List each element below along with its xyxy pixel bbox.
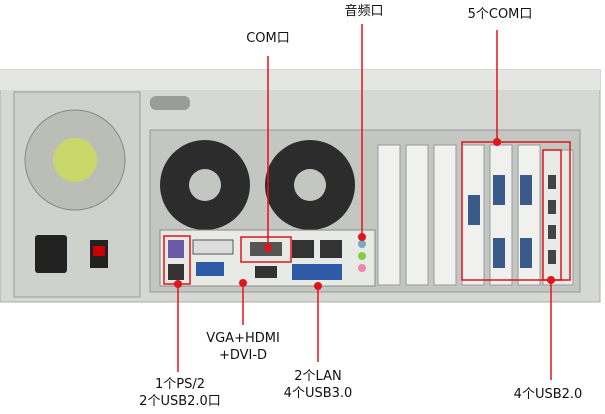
com-ports-card bbox=[468, 175, 532, 268]
fan-hub-2 bbox=[294, 169, 326, 201]
vga-port bbox=[196, 262, 224, 276]
audio-label: 音频口 bbox=[344, 4, 384, 19]
lan-port-2 bbox=[320, 240, 342, 258]
ps2-label-line2: 2个USB2.0口 bbox=[139, 394, 221, 409]
power-switch-rocker bbox=[93, 246, 105, 256]
chassis-top-rail bbox=[0, 70, 600, 90]
lan-label: 2个LAN 4个USB3.0 bbox=[284, 368, 353, 402]
annotation-dots bbox=[174, 138, 555, 290]
annotation-lines bbox=[163, 24, 571, 380]
dvi-port bbox=[192, 239, 234, 255]
audio-jack-1 bbox=[358, 240, 366, 248]
audio-jack-3 bbox=[358, 264, 366, 272]
ps2-port bbox=[168, 240, 184, 258]
usb2-right-ports bbox=[548, 175, 556, 264]
usb3-ports bbox=[292, 264, 342, 280]
com-label: COM口 bbox=[246, 31, 290, 46]
psu-fan-hub bbox=[53, 138, 97, 182]
ps2-label-line1: 1个PS/2 bbox=[154, 377, 206, 392]
vga-label-line1: VGA+HDMI bbox=[206, 331, 280, 346]
lan-port-1 bbox=[292, 240, 314, 258]
vga-label: VGA+HDMI +DVI-D bbox=[206, 330, 280, 364]
vga-label-line2: +DVI-D bbox=[218, 348, 268, 363]
hdmi-port bbox=[255, 266, 277, 278]
usb-right-label: 4个USB2.0 bbox=[513, 387, 583, 402]
fan-hub-1 bbox=[189, 169, 221, 201]
lan-label-line2: 4个USB3.0 bbox=[283, 386, 353, 401]
five-com-label: 5个COM口 bbox=[467, 7, 533, 22]
ps2-label: 1个PS/2 2个USB2.0口 bbox=[139, 376, 221, 410]
usb2-bracket bbox=[542, 149, 574, 286]
power-socket bbox=[35, 235, 67, 273]
lan-label-line1: 2个LAN bbox=[294, 369, 342, 384]
handle-slot bbox=[150, 96, 190, 110]
audio-jack-2 bbox=[358, 252, 366, 260]
usb2-ports bbox=[168, 264, 184, 280]
